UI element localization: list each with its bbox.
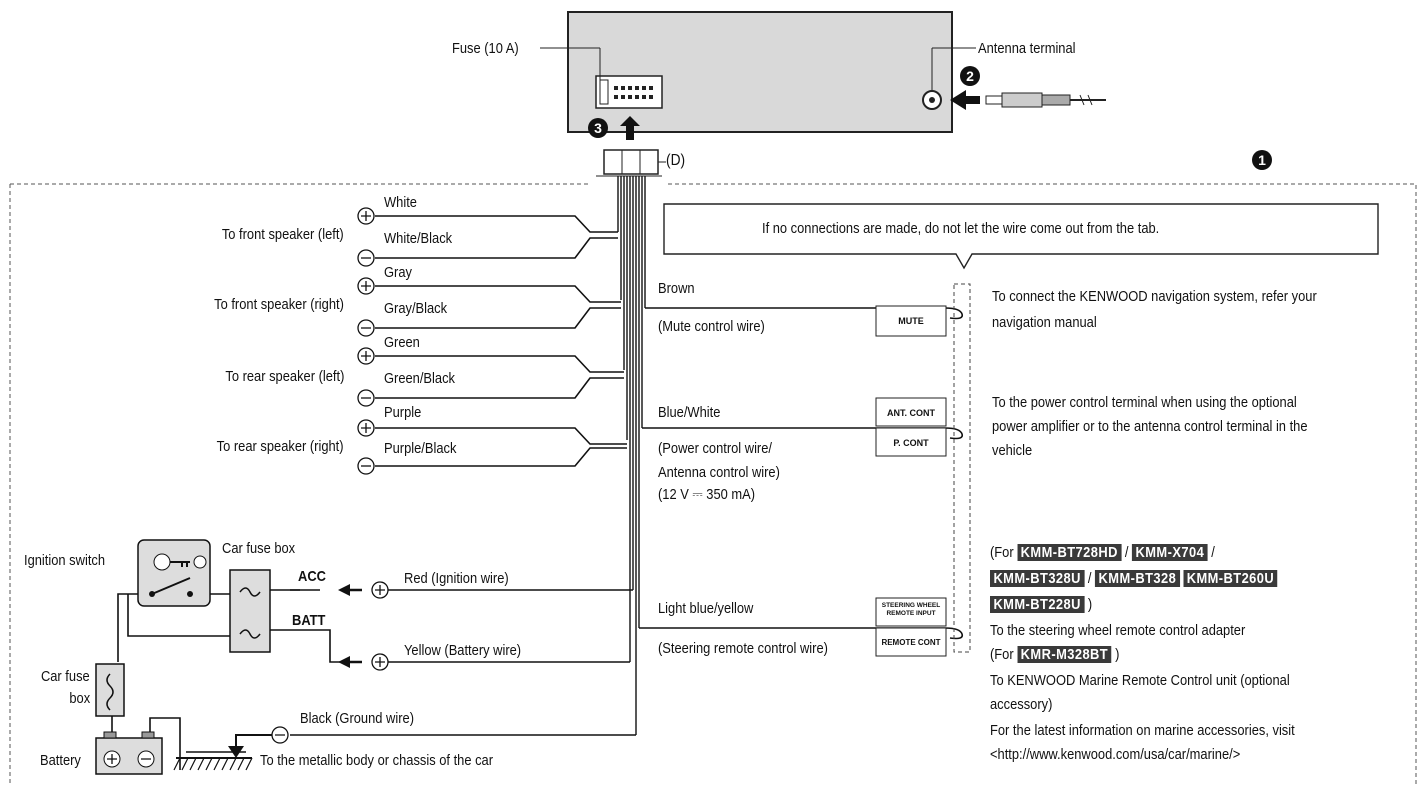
model-tag: KMM-BT228U bbox=[990, 596, 1085, 613]
harness-boundary bbox=[9, 183, 1417, 785]
marine-line-2: accessory) bbox=[990, 696, 1053, 713]
power-info-3: vehicle bbox=[992, 442, 1033, 459]
antenna-plug-tip bbox=[985, 95, 1003, 105]
harness-plug bbox=[603, 149, 659, 175]
power-desc-1: (Power control wire/ bbox=[658, 440, 772, 457]
connector-arrow bbox=[620, 116, 640, 140]
tab-boxes bbox=[875, 305, 947, 657]
car-fuse-label-1: Car fuse bbox=[41, 668, 90, 685]
ground-label: To the metallic body or chassis of the c… bbox=[260, 752, 494, 769]
speaker-target-4: To rear speaker (right) bbox=[217, 438, 344, 455]
steering-input-tab: STEERING WHEEL REMOTE INPUT bbox=[881, 602, 941, 617]
remote-cont-tab: REMOTE CONT bbox=[881, 638, 941, 647]
model-tag: KMM-BT328U bbox=[990, 570, 1085, 587]
speaker-minus-3: Green/Black bbox=[384, 370, 455, 387]
speaker-wires bbox=[375, 215, 627, 467]
step-marker-2: 2 bbox=[960, 66, 980, 86]
speaker-plus-3: Green bbox=[384, 334, 420, 351]
steering-models-line-3: KMM-BT228U ) bbox=[990, 596, 1092, 614]
step-marker-1: 1 bbox=[1252, 150, 1272, 170]
speaker-polarity-symbols bbox=[357, 207, 375, 475]
note-text: If no connections are made, do not let t… bbox=[762, 220, 1160, 237]
mute-wire-color: Brown bbox=[658, 280, 695, 297]
steering-models-line-1: (For KMM-BT728HD / KMM-X704 / bbox=[990, 544, 1215, 561]
car-fuse-box-label: Car fuse box bbox=[222, 540, 296, 557]
power-info-1: To the power control terminal when using… bbox=[992, 394, 1297, 411]
model-tag: KMM-BT328 bbox=[1095, 570, 1180, 587]
antenna-terminal-label: Antenna terminal bbox=[978, 40, 1076, 57]
ignition-switch-body bbox=[137, 539, 211, 607]
speaker-plus-1: White bbox=[384, 194, 417, 211]
steering-models-line-2: KMM-BT328U / KMM-BT328 KMM-BT260U bbox=[990, 570, 1278, 588]
batt-label: BATT bbox=[292, 612, 326, 629]
antenna-plug-body bbox=[1001, 92, 1043, 108]
harness-bundle bbox=[617, 176, 646, 735]
black-wire-label: Black (Ground wire) bbox=[300, 710, 414, 727]
acc-label: ACC bbox=[298, 568, 326, 585]
fuse-element bbox=[599, 79, 609, 105]
speaker-target-2: To front speaker (right) bbox=[214, 296, 344, 313]
control-wires bbox=[639, 307, 964, 640]
marine-line-3: For the latest information on marine acc… bbox=[990, 722, 1295, 739]
battery-label: Battery bbox=[40, 752, 81, 769]
marine-model-line: (For KMR-M328BT ) bbox=[990, 646, 1120, 663]
steering-adapter-text: To the steering wheel remote control ada… bbox=[990, 622, 1246, 639]
speaker-minus-1: White/Black bbox=[384, 230, 453, 247]
key-icon bbox=[153, 553, 171, 571]
model-tag: KMM-X704 bbox=[1132, 544, 1208, 561]
mute-tab-label: MUTE bbox=[898, 316, 924, 326]
step-marker-3: 3 bbox=[588, 118, 608, 138]
car-fuse-label-2: box bbox=[69, 690, 90, 707]
power-wire-color: Blue/White bbox=[658, 404, 721, 421]
ant-cont-tab: ANT. CONT bbox=[887, 408, 935, 418]
antenna-arrow bbox=[950, 90, 980, 110]
marine-url: <http://www.kenwood.com/usa/car/marine/> bbox=[990, 746, 1241, 763]
connector-pins bbox=[614, 86, 653, 99]
speaker-plus-4: Purple bbox=[384, 404, 422, 421]
model-tag: KMM-BT260U bbox=[1183, 570, 1278, 587]
tab-bracket bbox=[953, 283, 971, 653]
note-callout-box bbox=[663, 203, 1379, 270]
speaker-target-3: To rear speaker (left) bbox=[224, 368, 344, 385]
car-fuse-box bbox=[229, 569, 271, 653]
speaker-minus-2: Gray/Black bbox=[384, 300, 448, 317]
marine-line-1: To KENWOOD Marine Remote Control unit (o… bbox=[990, 672, 1290, 689]
steering-wire-desc: (Steering remote control wire) bbox=[658, 640, 828, 657]
ignition-switch-label: Ignition switch bbox=[24, 552, 106, 569]
model-tag: KMR-M328BT bbox=[1017, 646, 1112, 663]
power-desc-3: (12 V ⎓ 350 mA) bbox=[658, 486, 756, 503]
car-fuse-box-small bbox=[95, 663, 125, 717]
speaker-target-1: To front speaker (left) bbox=[222, 226, 344, 243]
p-cont-tab: P. CONT bbox=[893, 438, 929, 448]
model-tag: KMM-BT728HD bbox=[1017, 544, 1122, 561]
speaker-minus-4: Purple/Black bbox=[384, 440, 457, 457]
power-supply-wires bbox=[111, 589, 636, 770]
power-desc-2: Antenna control wire) bbox=[658, 464, 780, 481]
connector-d-label: (D) bbox=[666, 152, 686, 169]
power-info-2: power amplifier or to the antenna contro… bbox=[992, 418, 1308, 435]
fuse-label: Fuse (10 A) bbox=[452, 40, 519, 57]
steering-wire-color: Light blue/yellow bbox=[658, 600, 754, 617]
mute-info-2: navigation manual bbox=[992, 314, 1097, 331]
red-wire-label: Red (Ignition wire) bbox=[404, 570, 509, 587]
yellow-wire-label: Yellow (Battery wire) bbox=[404, 642, 522, 659]
speaker-plus-2: Gray bbox=[384, 264, 412, 281]
mute-wire-desc: (Mute control wire) bbox=[658, 318, 765, 335]
mute-info-1: To connect the KENWOOD navigation system… bbox=[992, 288, 1317, 305]
head-unit-body bbox=[567, 11, 953, 133]
polarity-marks bbox=[361, 211, 371, 467]
